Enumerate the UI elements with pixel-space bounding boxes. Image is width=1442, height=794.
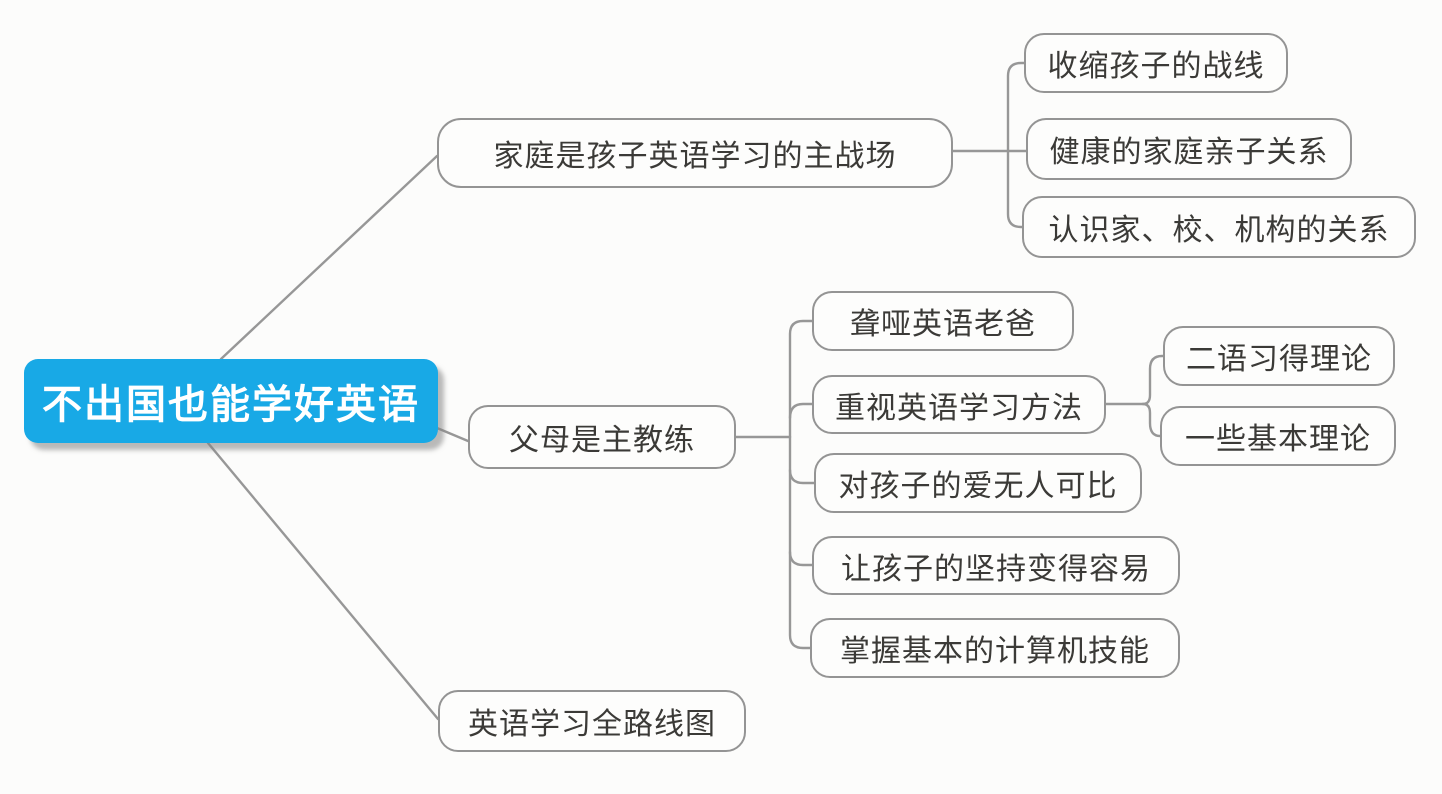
- child-node-learning-methods[interactable]: 重视英语学习方法: [812, 375, 1106, 434]
- child-node-easy-persistence[interactable]: 让孩子的坚持变得容易: [812, 536, 1180, 595]
- connector-parents-spine-down: [788, 435, 812, 650]
- leaf-node-second-language-acquisition[interactable]: 二语习得理论: [1163, 326, 1395, 386]
- child-node-computer-skills[interactable]: 掌握基本的计算机技能: [810, 618, 1180, 678]
- connector-root-to-branch-family: [219, 154, 439, 361]
- connector-family-spine-down: [1006, 149, 1024, 229]
- connector-methods-down: [1141, 402, 1162, 438]
- child-node-shrink-front[interactable]: 收缩孩子的战线: [1024, 33, 1288, 93]
- connector-root-to-branch-roadmap: [206, 441, 440, 721]
- root-node[interactable]: 不出国也能学好英语: [24, 359, 438, 443]
- connector-parents-spine-up: [788, 319, 814, 439]
- child-node-deaf-mute-dad[interactable]: 聋哑英语老爸: [812, 291, 1074, 351]
- connector-parents-elbow-methods: [788, 402, 814, 420]
- child-node-healthy-family[interactable]: 健康的家庭亲子关系: [1026, 118, 1352, 180]
- branch-node-parents-coach[interactable]: 父母是主教练: [468, 405, 736, 469]
- connector-family-spine-up: [1006, 61, 1026, 153]
- connector-parents-elbow-persist: [788, 550, 814, 567]
- connector-parents-elbow-love: [788, 468, 816, 485]
- child-node-home-school-institution[interactable]: 认识家、校、机构的关系: [1022, 196, 1416, 258]
- child-node-unmatched-love[interactable]: 对孩子的爱无人可比: [814, 453, 1142, 513]
- branch-node-family-battlefield[interactable]: 家庭是孩子英语学习的主战场: [437, 118, 953, 188]
- connector-methods-up: [1141, 354, 1165, 406]
- leaf-node-basic-theories[interactable]: 一些基本理论: [1160, 406, 1396, 466]
- branch-node-full-roadmap[interactable]: 英语学习全路线图: [438, 690, 746, 752]
- connector-root-to-branch-parents: [435, 426, 470, 443]
